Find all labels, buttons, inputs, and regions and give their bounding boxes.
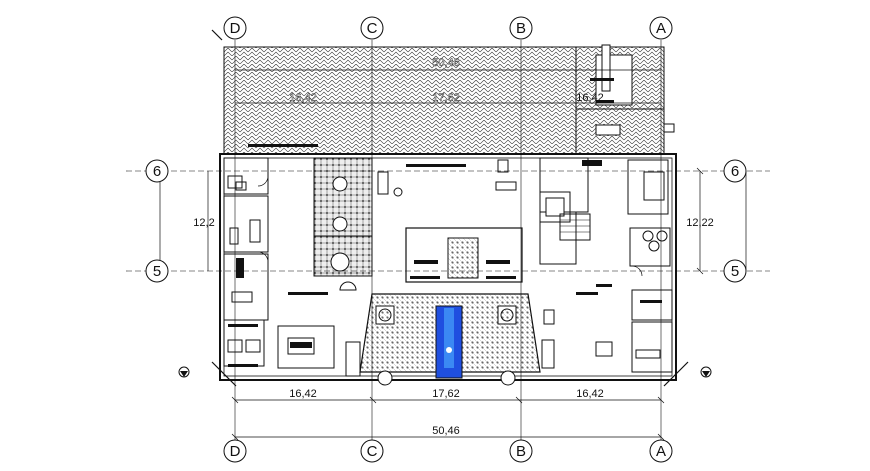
level-marker-left <box>178 366 190 378</box>
grid-bubble-right-row-5-label: 5 <box>731 263 739 280</box>
grid-bubble-left-row-5-label: 5 <box>153 263 161 280</box>
dim-top-seg-3: 16,42 <box>576 92 604 104</box>
central-core <box>405 227 523 283</box>
dim-top-total: 50,46 <box>432 57 460 69</box>
dim-left-height: 12,2 <box>193 217 214 229</box>
lobby-plaza <box>359 293 541 386</box>
grid-bubble-bottom-col-b: B <box>509 439 533 463</box>
grid-bubble-left-row-6: 6 <box>145 159 169 183</box>
grid-bubble-bottom-col-c-label: C <box>367 443 378 460</box>
dim-top-seg-1: 16,42 <box>289 92 317 104</box>
grid-bubble-bottom-col-c: C <box>360 439 384 463</box>
grid-bubble-bottom-col-d: D <box>223 439 247 463</box>
level-marker-right <box>700 366 712 378</box>
grid-bubble-top-col-b: B <box>509 16 533 40</box>
top-terrace <box>223 44 675 156</box>
grid-bubble-right-row-6: 6 <box>723 159 747 183</box>
dim-right-height: 12,22 <box>686 217 714 229</box>
grid-bubble-top-col-c-label: C <box>367 20 378 37</box>
grid-bubble-top-col-b-label: B <box>516 20 526 37</box>
grid-bubble-top-col-c: C <box>360 16 384 40</box>
grid-bubble-top-col-a: A <box>649 16 673 40</box>
grid-bubble-top-col-d-label: D <box>230 20 241 37</box>
dim-top-seg-2: 17,62 <box>432 92 460 104</box>
grid-bubble-bottom-col-d-label: D <box>230 443 241 460</box>
dim-bottom-total: 50,46 <box>432 425 460 437</box>
grid-bubble-left-row-5: 5 <box>145 259 169 283</box>
grid-bubble-top-col-d: D <box>223 16 247 40</box>
left-wing <box>223 157 269 367</box>
dim-bottom-seg-1: 16,42 <box>289 388 317 400</box>
grid-bubble-right-row-6-label: 6 <box>731 163 739 180</box>
grid-bubble-bottom-col-b-label: B <box>516 443 526 460</box>
grid-bubble-right-row-5: 5 <box>723 259 747 283</box>
garden-area <box>277 157 517 377</box>
dim-bottom-seg-2: 17,62 <box>432 388 460 400</box>
dim-bottom-seg-3: 16,42 <box>576 388 604 400</box>
grid-bubble-top-col-a-label: A <box>656 20 666 37</box>
grid-axis-lines <box>126 40 770 441</box>
grid-bubble-left-row-6-label: 6 <box>153 163 161 180</box>
right-wing <box>539 157 673 373</box>
grid-bubble-bottom-col-a-label: A <box>656 443 666 460</box>
grid-bubble-bottom-col-a: A <box>649 439 673 463</box>
